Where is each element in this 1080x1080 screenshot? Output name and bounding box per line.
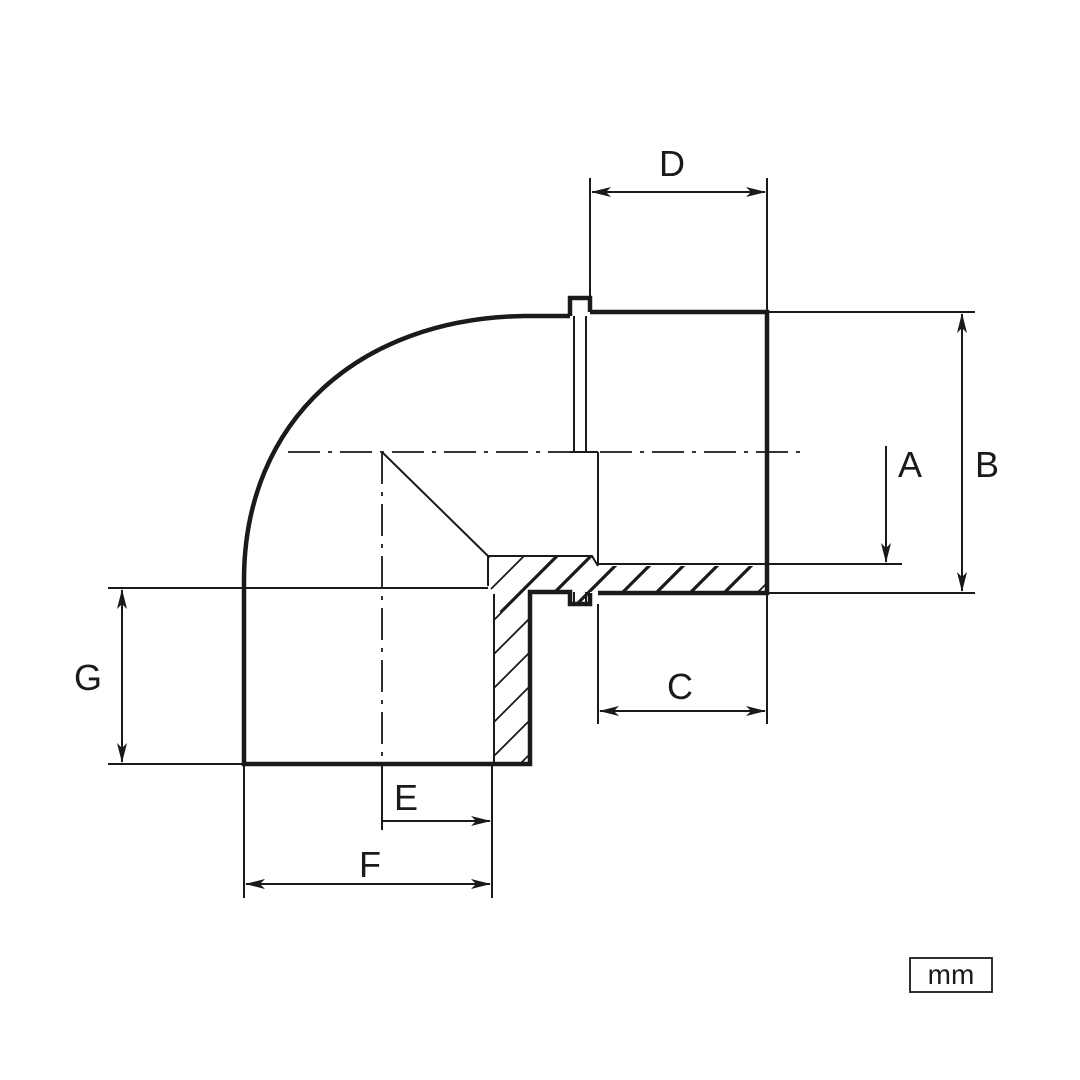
label-e: E [394,777,418,818]
label-b: B [975,444,999,485]
unit-label: mm [928,959,975,990]
label-d: D [659,143,685,184]
lower-socket [241,588,593,767]
label-g: G [74,657,102,698]
label-a: A [898,444,922,485]
label-c: C [667,666,693,707]
elbow-outer-curve [241,313,570,588]
label-f: F [359,844,381,885]
dimension-lines [117,187,967,889]
bore-diagonal [381,451,489,557]
extension-lines [108,178,975,898]
unit-box: mm [909,957,993,993]
hatched-section [488,556,766,762]
section-outline [487,555,599,586]
upper-ring [567,295,593,316]
